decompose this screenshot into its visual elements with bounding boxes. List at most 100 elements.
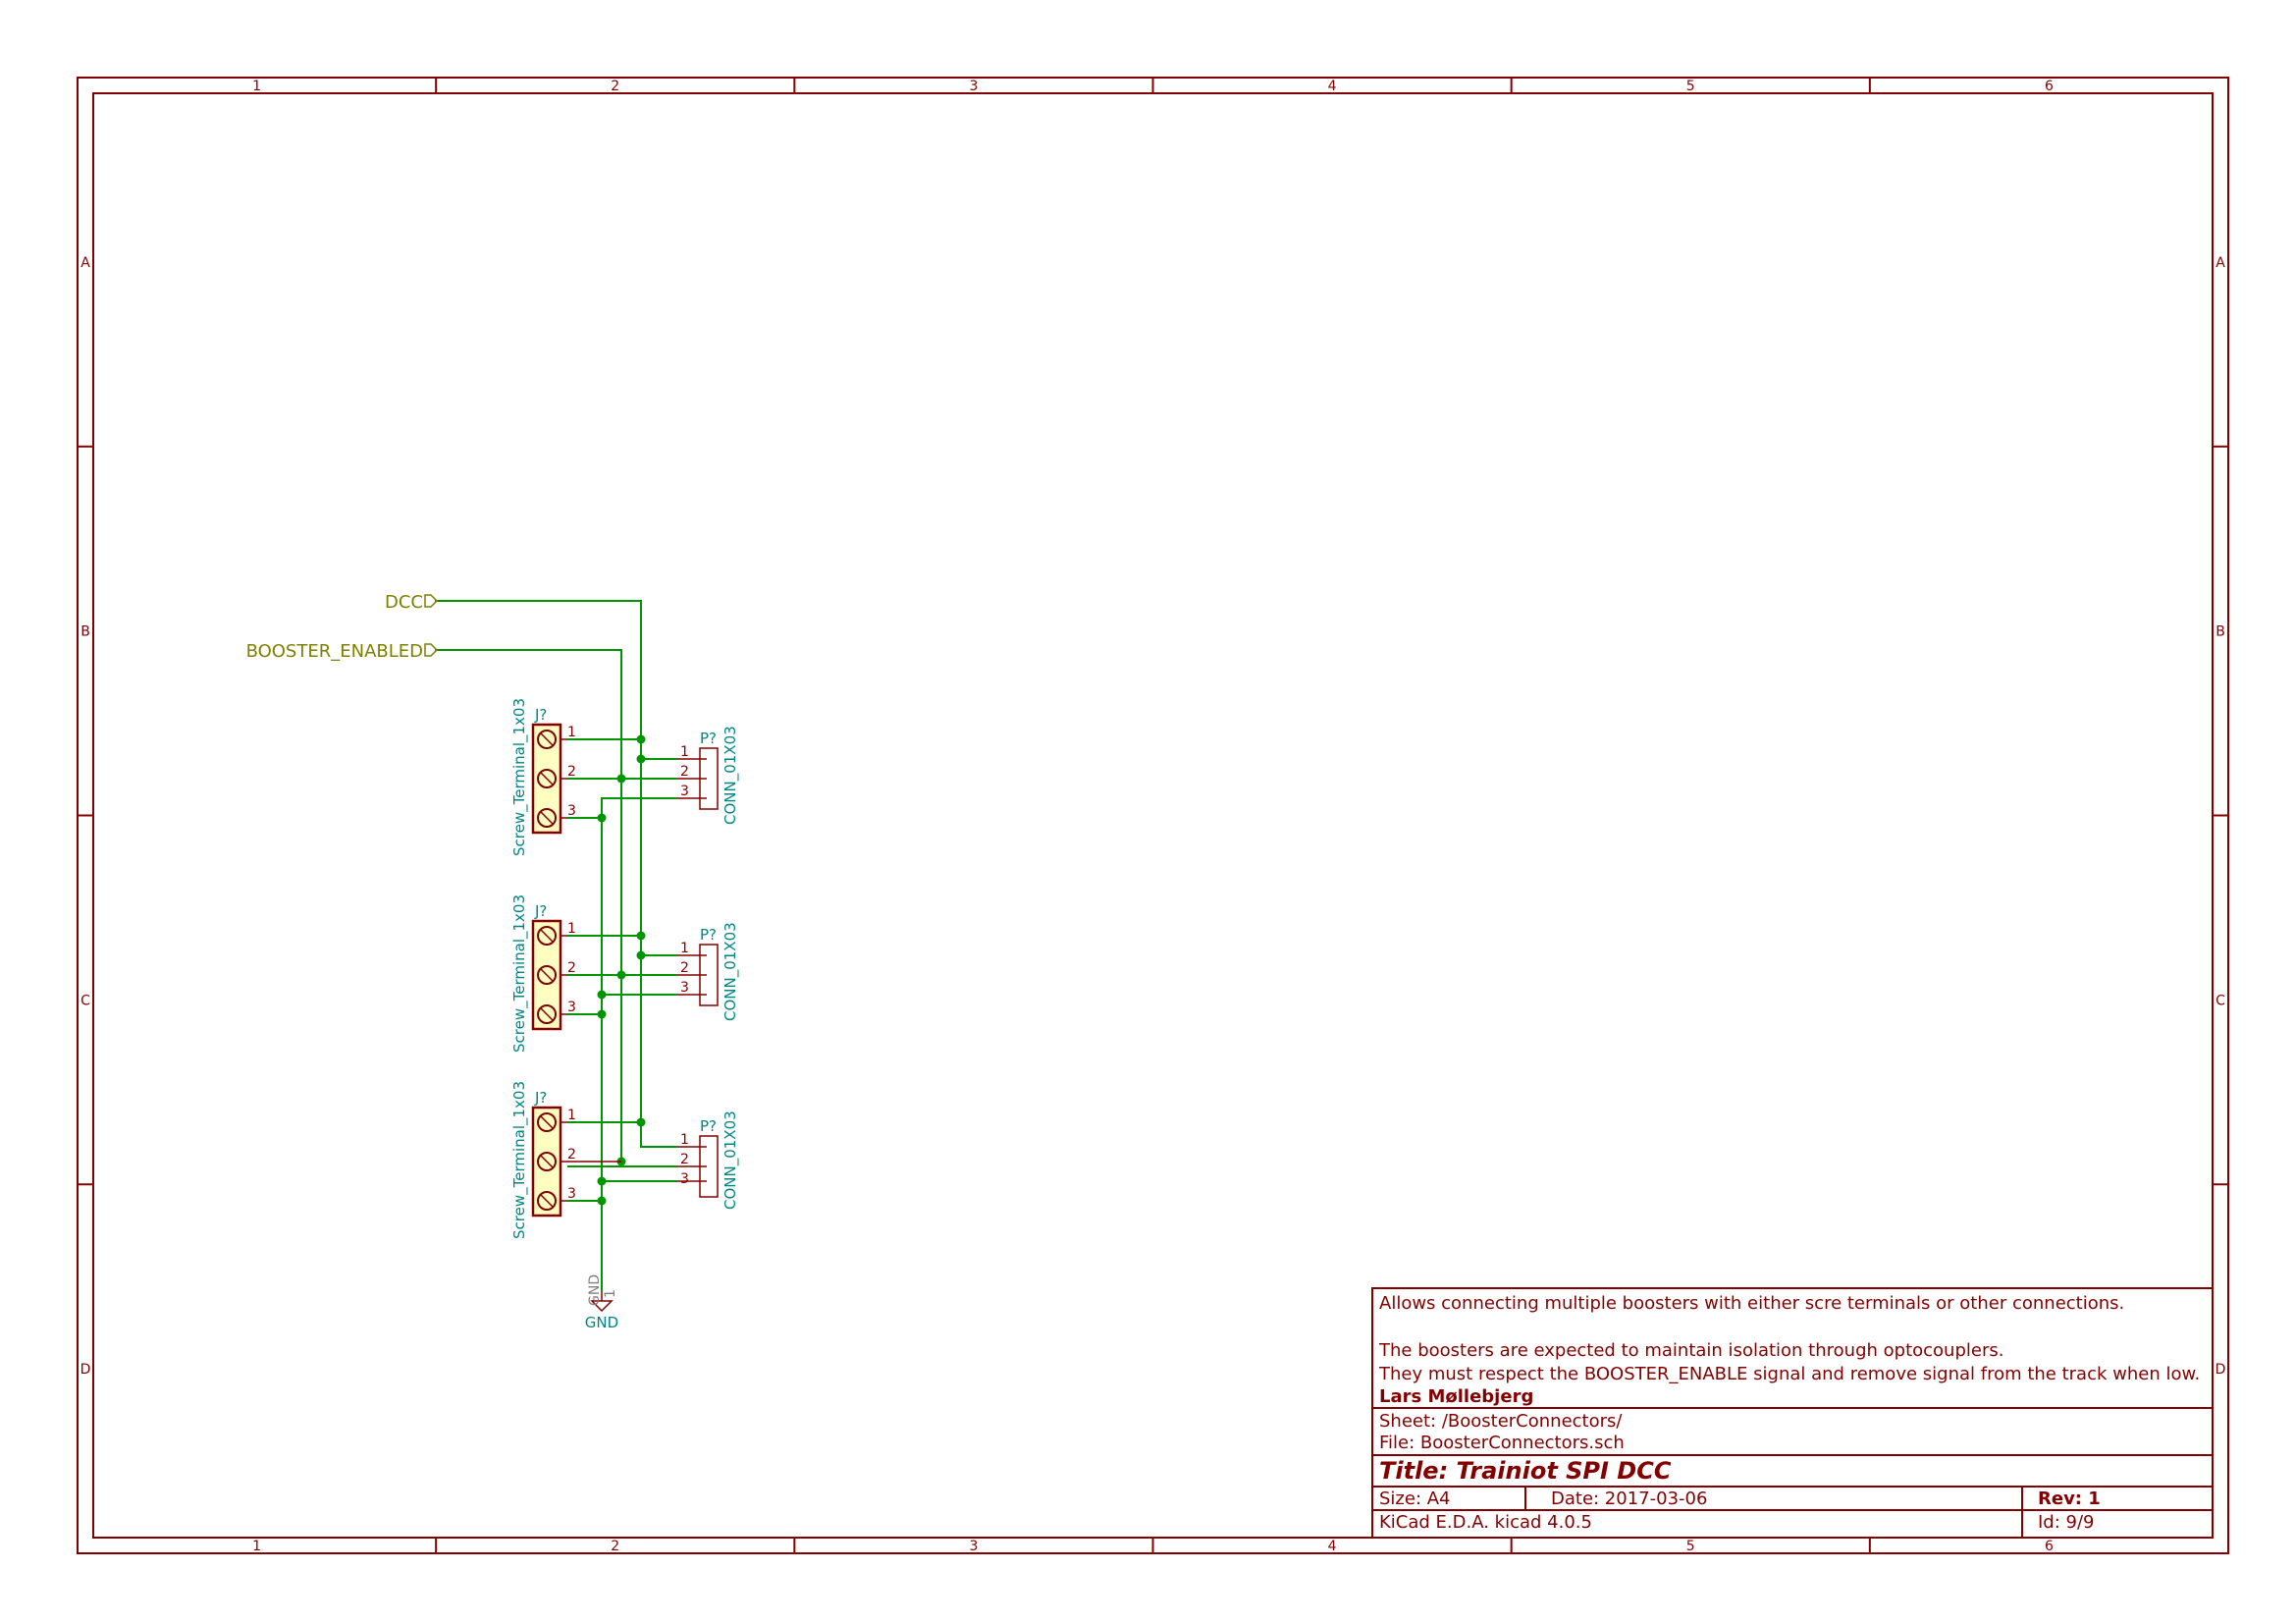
reference-designator: J? — [534, 1089, 547, 1107]
tool-version: KiCad E.D.A. kicad 4.0.5 — [1379, 1512, 1592, 1533]
pin-number: 3 — [567, 1186, 576, 1202]
grid-zone-label: A — [80, 255, 90, 271]
grid-zone-label: B — [2216, 624, 2225, 640]
pin-number: 1 — [567, 725, 576, 740]
gnd-label: GND — [585, 1314, 618, 1331]
grid-zone-label: 4 — [1328, 79, 1337, 94]
pin-number: 2 — [567, 764, 576, 780]
junction — [597, 1176, 607, 1186]
pin-number: 1 — [680, 941, 689, 956]
net-label-booster-enabled-text: BOOSTER_ENABLED — [246, 641, 423, 662]
wire-booster-enabled-bus — [435, 649, 622, 1166]
reference-designator: J? — [534, 902, 547, 920]
pin-number: 2 — [680, 960, 689, 976]
screw-icon — [537, 1112, 557, 1211]
pin-number: 1 — [567, 1108, 576, 1123]
gnd-pin-number: 1 — [603, 1289, 618, 1298]
pin-number: 2 — [680, 764, 689, 780]
grid-zone-label: A — [2216, 255, 2225, 271]
connector-p3[interactable]: 1 2 3 P? CONN_01X03 — [677, 1110, 740, 1210]
grid-zone-label: 5 — [1686, 1539, 1695, 1554]
wire-gnd-bus — [601, 797, 677, 1291]
component-value: Screw_Terminal_1x03 — [510, 894, 529, 1053]
grid-zone-label: 1 — [252, 79, 261, 94]
junction — [636, 754, 646, 764]
junctions — [597, 734, 646, 1206]
screw-terminal-j3[interactable]: 1 2 3 J? Screw_Terminal_1x03 — [510, 1081, 621, 1239]
title-block-comment: Allows connecting multiple boosters with… — [1379, 1293, 2124, 1314]
pin-number: 1 — [567, 921, 576, 937]
component-value: Screw_Terminal_1x03 — [510, 698, 529, 856]
title-block: Allows connecting multiple boosters with… — [1371, 1287, 2214, 1539]
pin-number: 3 — [680, 784, 689, 799]
junction — [636, 950, 646, 960]
junction — [636, 1117, 646, 1127]
grid-zone-label: 2 — [611, 79, 619, 94]
company-name: Lars Møllebjerg — [1379, 1386, 1533, 1407]
outer-border — [77, 77, 2229, 1554]
hier-pin-shape — [424, 594, 439, 608]
junction — [597, 990, 607, 1000]
hier-pin-shape — [424, 643, 439, 657]
junction — [636, 734, 646, 744]
pin-number: 2 — [567, 960, 576, 976]
pin-number: 1 — [680, 1132, 689, 1148]
junction — [636, 931, 646, 941]
component-value: Screw_Terminal_1x03 — [510, 1081, 529, 1239]
junction — [597, 1009, 607, 1019]
sheet-date: Date: 2017-03-06 — [1551, 1489, 1707, 1509]
reference-designator: P? — [700, 730, 717, 747]
grid-zone-label: D — [2216, 1362, 2226, 1378]
component-value: CONN_01X03 — [721, 922, 740, 1021]
grid-zone-label: B — [80, 624, 90, 640]
gnd-power-symbol[interactable]: GND 1 GND — [585, 1274, 618, 1331]
grid-zone-label: D — [80, 1362, 91, 1378]
connector-p1[interactable]: 1 2 3 P? CONN_01X03 — [677, 726, 740, 825]
grid-zone-label: 1 — [252, 1539, 261, 1554]
revision: Rev: 1 — [2038, 1489, 2101, 1509]
screw-icon — [537, 926, 557, 1024]
pin-number: 3 — [567, 1000, 576, 1015]
screw-terminal-j2[interactable]: 1 2 3 J? Screw_Terminal_1x03 — [510, 894, 576, 1053]
grid-zone-label: 4 — [1328, 1539, 1337, 1554]
connector-p2[interactable]: 1 2 3 P? CONN_01X03 — [677, 922, 740, 1021]
grid-ticks — [78, 78, 2228, 1553]
title-block-comment: They must respect the BOOSTER_ENABLE sig… — [1378, 1364, 2200, 1384]
net-label-dcc[interactable]: DCC — [385, 592, 439, 613]
grid-zone-label: C — [80, 993, 90, 1008]
reference-designator: P? — [700, 1117, 717, 1135]
grid-zone-label: 6 — [2045, 1539, 2054, 1554]
reference-designator: P? — [700, 926, 717, 944]
grid-zone-label: C — [2216, 993, 2225, 1008]
grid-zone-label: 2 — [611, 1539, 619, 1554]
sheet-path: Sheet: /BoosterConnectors/ — [1379, 1411, 1623, 1432]
component-value: CONN_01X03 — [721, 726, 740, 825]
pin-number: 3 — [680, 980, 689, 996]
net-label-dcc-text: DCC — [385, 592, 423, 613]
grid-zone-label: 6 — [2045, 79, 2054, 94]
pin-number: 1 — [680, 744, 689, 760]
screw-terminal-j1[interactable]: 1 2 3 J? Screw_Terminal_1x03 — [510, 698, 576, 856]
inner-border — [92, 92, 2214, 1539]
grid-zone-label: 3 — [969, 1539, 978, 1554]
grid-zone-label: 3 — [969, 79, 978, 94]
junction — [616, 774, 626, 784]
title-block-comment: The boosters are expected to maintain is… — [1378, 1340, 2003, 1361]
pin-number: 3 — [567, 803, 576, 819]
sheet-size: Size: A4 — [1379, 1489, 1451, 1509]
component-value: CONN_01X03 — [721, 1110, 740, 1210]
junction — [597, 813, 607, 823]
page-title: Title: Trainiot SPI DCC — [1379, 1457, 1672, 1485]
wire-dcc-bus — [435, 600, 677, 1148]
pin-number: 2 — [567, 1147, 576, 1163]
sheet-id: Id: 9/9 — [2038, 1512, 2095, 1533]
reference-designator: J? — [534, 706, 547, 724]
junction — [597, 1196, 607, 1206]
grid-zone-label: 5 — [1686, 79, 1695, 94]
pin-number: 2 — [680, 1152, 689, 1167]
pin-number: 3 — [680, 1171, 689, 1187]
net-label-booster-enabled[interactable]: BOOSTER_ENABLED — [246, 641, 439, 662]
